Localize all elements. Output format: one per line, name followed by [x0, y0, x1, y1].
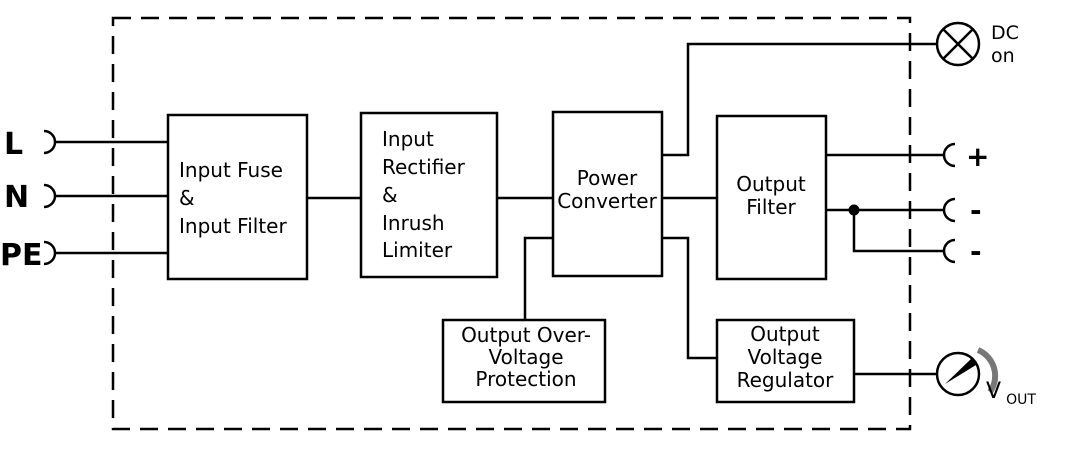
terminal-label-pe: PE [0, 238, 42, 273]
terminal-socket-plus [942, 142, 956, 168]
block-line: Voltage [747, 345, 822, 369]
block-line: Output [736, 172, 806, 196]
output-minus-label-2: - [970, 235, 982, 268]
block-line: Power [577, 166, 638, 190]
block-line: Filter [746, 195, 796, 219]
block-line: Rectifier [382, 155, 466, 179]
dc-on-label-line-1: DC [991, 22, 1019, 44]
block-line: Input Fuse [179, 158, 283, 182]
device-enclosure [111, 16, 912, 431]
terminal-socket-minus-2 [942, 238, 956, 264]
terminal-socket-minus-1 [942, 197, 956, 223]
terminal-socket-l [43, 129, 57, 155]
junction-dot [848, 204, 860, 216]
input-fuse-filter-block: Input Fuse & Input Filter [166, 113, 309, 281]
input-terminal-pe: PE [0, 238, 57, 273]
terminal-socket-n [43, 183, 57, 209]
output-minus-label-1: - [970, 194, 982, 227]
block-line: Limiter [382, 238, 453, 262]
dc-on-lamp-icon [935, 21, 981, 67]
block-line: Inrush [382, 211, 445, 235]
terminal-label-n: N [4, 180, 29, 215]
vout-adjust-knob-icon [935, 347, 999, 397]
block-line: Converter [557, 189, 657, 213]
input-terminal-l: L [4, 127, 57, 162]
block-line: Input [382, 127, 434, 151]
terminal-label-l: L [4, 127, 23, 162]
dc-on-label-line-2: on [991, 45, 1015, 67]
output-overvoltage-protection-block: Output Over- Voltage Protection [441, 318, 607, 404]
block-line: Protection [475, 367, 576, 391]
block-line: Voltage [488, 345, 563, 369]
input-terminal-n: N [4, 180, 57, 215]
terminal-socket-pe [43, 240, 57, 266]
vout-label: V OUT [986, 379, 1036, 408]
block-line: Output Over- [461, 323, 591, 347]
wire-ovp-feed [523, 236, 553, 320]
wire-regulator-feed [662, 236, 717, 360]
block-line: Regulator [737, 368, 835, 392]
wire-output-minus-2 [852, 210, 944, 253]
vout-main: V [986, 379, 1001, 404]
input-rectifier-block: Input Rectifier & Inrush Limiter [359, 111, 499, 279]
power-converter-block: Power Converter [551, 110, 664, 278]
vout-sub: OUT [1006, 392, 1036, 408]
output-voltage-regulator-block: Output Voltage Regulator [715, 318, 856, 404]
block-line: & [179, 186, 195, 210]
block-line: Output [750, 322, 820, 346]
wire-dc-on-feed [662, 42, 936, 157]
block-line: & [382, 183, 398, 207]
block-line: Input Filter [179, 214, 287, 238]
output-filter-block: Output Filter [715, 114, 828, 281]
output-plus-label: + [966, 140, 989, 173]
